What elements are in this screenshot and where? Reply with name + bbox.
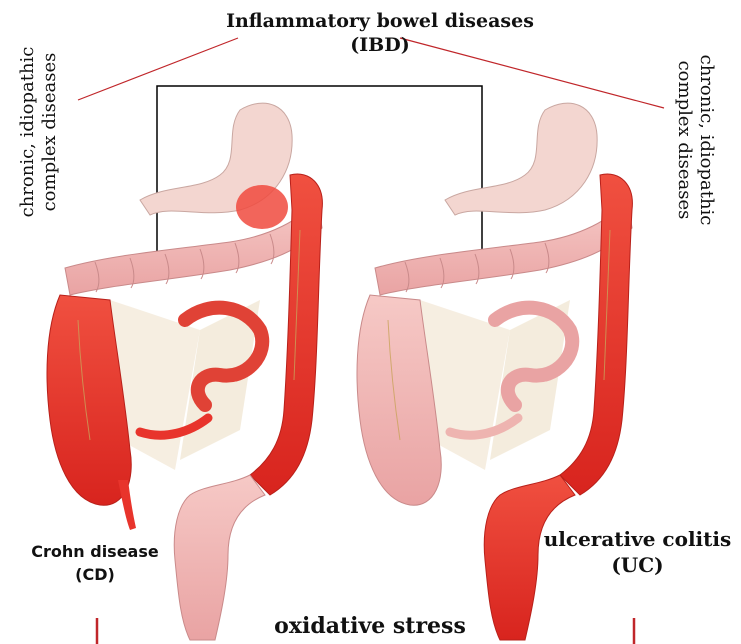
- side-note-right-line2: complex diseases: [673, 55, 695, 226]
- side-note-right: chronic, idiopathic complex diseases: [673, 55, 717, 226]
- crohn-abbreviation: (CD): [20, 564, 170, 586]
- crohn-label: Crohn disease: [20, 541, 170, 563]
- diagram-title: Inflammatory bowel diseases: [120, 10, 640, 33]
- side-note-left: chronic, idiopathic complex diseases: [17, 47, 61, 218]
- stomach-icon-right: [445, 103, 597, 215]
- side-note-left-line1: chronic, idiopathic: [17, 47, 39, 218]
- diagram-title-abbreviation: (IBD): [120, 34, 640, 57]
- oxidative-stress-label: oxidative stress: [200, 612, 540, 640]
- colitis-label: ulcerative colitis: [535, 528, 740, 550]
- colitis-abbreviation: (UC): [535, 554, 740, 576]
- side-note-left-line2: complex diseases: [39, 47, 61, 218]
- side-note-right-line1: chronic, idiopathic: [695, 55, 717, 226]
